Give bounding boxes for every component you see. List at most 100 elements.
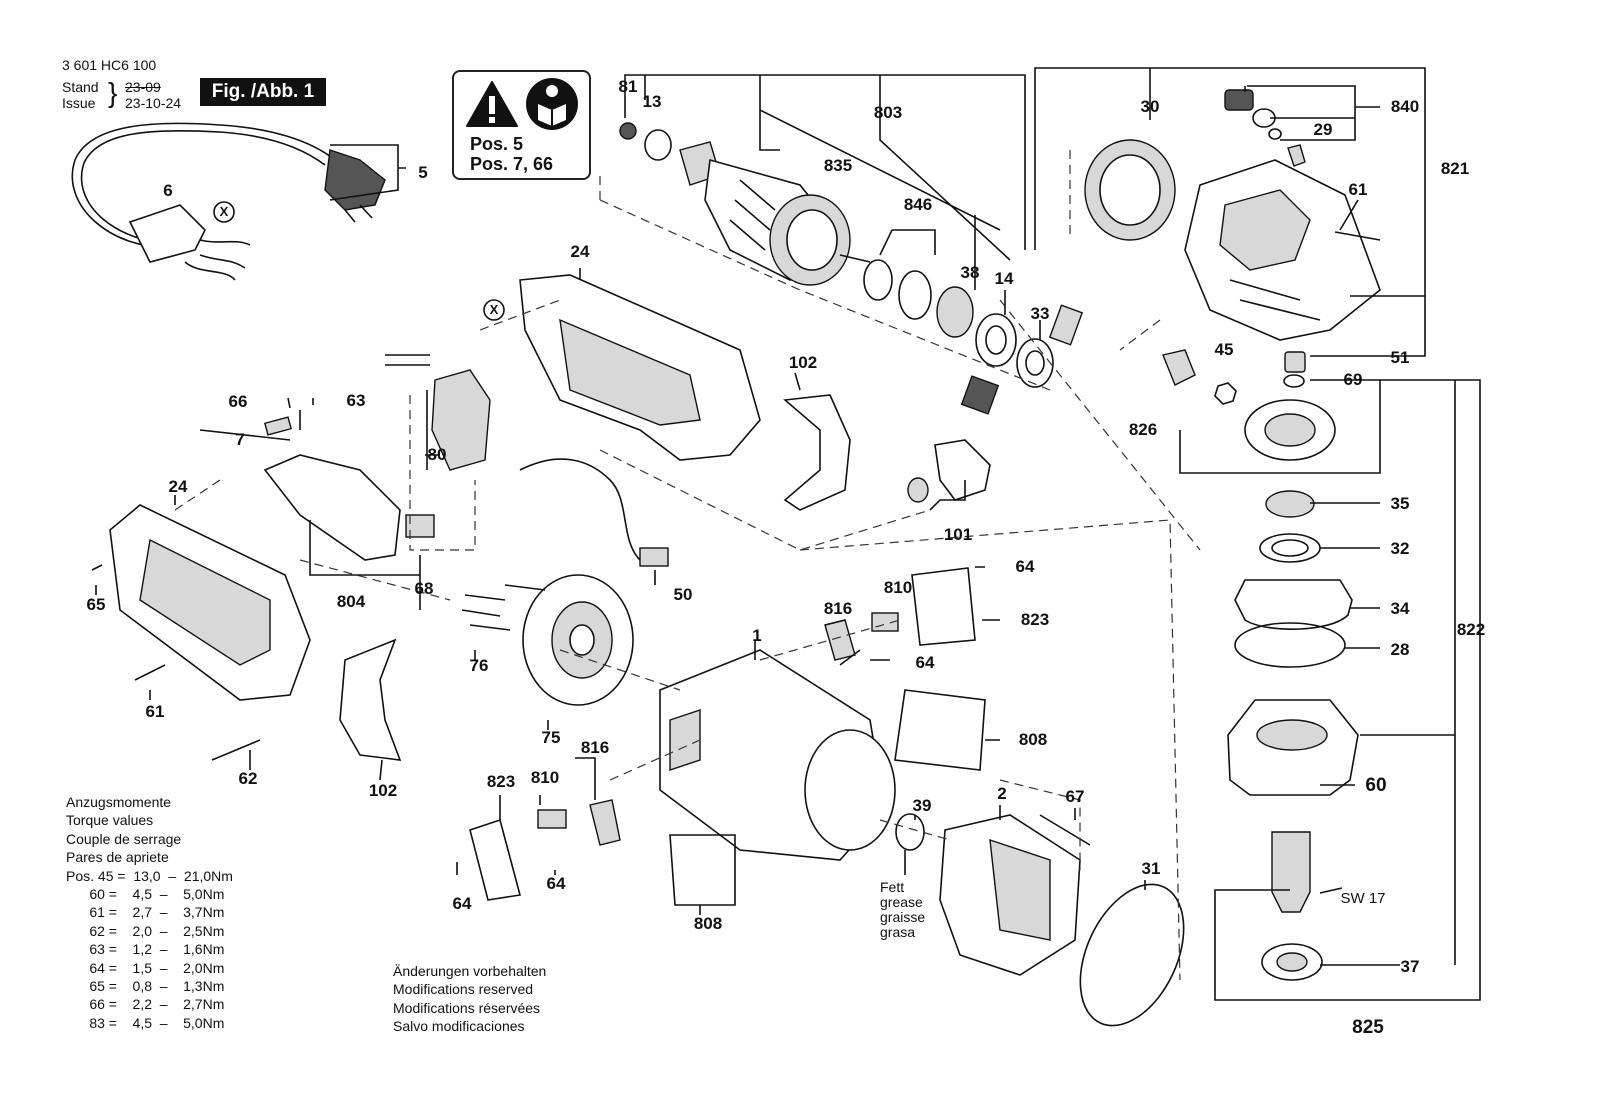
warning-triangle-icon (466, 81, 518, 127)
torque-row: 64 = 1,5 – 2,0Nm (66, 959, 225, 976)
torque-row: Pos. 45 = 13,0 – 21,0Nm (66, 867, 233, 884)
grease-note-fr: graisse (880, 909, 926, 925)
part-label: 6 (163, 181, 173, 200)
part-label: 101 (943, 525, 973, 544)
part-label: 75 (541, 728, 561, 747)
grease-note-de: Fett (880, 879, 905, 895)
part-label: 13 (642, 92, 662, 111)
part-label: 60 (1365, 775, 1387, 796)
gear-housing (1184, 89, 1381, 341)
part-label: 80 (427, 445, 447, 464)
part-label: 840 (1390, 97, 1420, 116)
torque-header: Anzugsmomente (66, 794, 172, 810)
stand-value: 23-09 (125, 79, 161, 95)
part-label: 67 (1065, 787, 1085, 806)
warning-box: Pos. 5 Pos. 7, 66 (452, 70, 591, 180)
spindle-stack (1227, 490, 1359, 981)
x-marker-label-1: X (219, 204, 229, 219)
part-label: 64 (452, 894, 472, 913)
part-label: 50 (673, 585, 693, 604)
part-label: 28 (1390, 640, 1410, 659)
part-label: 822 (1456, 620, 1486, 639)
grease-note-es: grasa (880, 924, 916, 940)
torque-row: 83 = 4,5 – 5,0Nm (66, 1014, 225, 1031)
torque-header: Pares de apriete (66, 849, 169, 866)
part-label: 29 (1313, 120, 1333, 139)
warning-line-2: Pos. 7, 66 (470, 154, 554, 174)
insulation-808 (669, 689, 986, 906)
part-label: 24 (168, 477, 188, 496)
torque-row: 60 = 4,5 – 5,0Nm (66, 886, 225, 903)
part-label: 45 (1214, 340, 1234, 359)
screws-misc (91, 397, 1091, 846)
torque-row: 65 = 0,8 – 1,3Nm (66, 978, 225, 995)
assembly-guide-lines (174, 150, 1201, 981)
part-label: 62 (238, 769, 258, 788)
bearing-14 (975, 313, 1017, 367)
part-label: 64 (1015, 557, 1035, 576)
grease-note: Fett grease graisse grasa (880, 880, 925, 940)
field-coil-2 (939, 814, 1081, 976)
motor-housing-1 (659, 649, 896, 861)
part-label: 39 (912, 796, 932, 815)
modifications-es: Salvo modificaciones (393, 1018, 525, 1035)
torque-row: 63 = 1,2 – 1,6Nm (66, 941, 225, 958)
part-label: 65 (86, 595, 106, 614)
part-label: 68 (414, 579, 434, 598)
x-marker-2 (483, 299, 505, 321)
part-label: 835 (823, 156, 853, 175)
modifications-en: Modifications reserved (393, 981, 534, 998)
fan-75 (522, 574, 634, 706)
part-label: 76 (469, 656, 489, 675)
x-marker-1 (213, 201, 235, 223)
part-label: 32 (1390, 539, 1410, 558)
part-label: 5 (418, 163, 428, 182)
part-label: 61 (1348, 180, 1368, 199)
part-label: 816 (580, 738, 610, 757)
part-label: 35 (1390, 494, 1410, 513)
ring-38 (936, 286, 974, 338)
torque-row: 66 = 2,2 – 2,7Nm (66, 996, 225, 1013)
part-label: 24 (570, 242, 590, 261)
torque-table: Anzugsmomente Torque values Couple de se… (66, 793, 233, 1032)
handle-half-24-upper (519, 274, 761, 461)
grease-note-en: grease (880, 894, 923, 910)
retaining-rings-846 (863, 259, 932, 320)
part-label: 823 (1020, 610, 1050, 629)
part-label: 823 (486, 772, 516, 791)
part-label: 1 (752, 626, 762, 645)
part-label: 34 (1390, 599, 1410, 618)
wrench-size-label: SW 17 (1340, 890, 1386, 907)
part-label: 810 (883, 578, 913, 597)
part-label: 63 (346, 391, 366, 410)
electronics-101 (907, 439, 991, 503)
warning-line-1: Pos. 5 (470, 134, 524, 154)
brush-holders (469, 567, 976, 901)
part-label: 31 (1141, 859, 1161, 878)
bearing-39 (895, 813, 925, 851)
crown-gear-30 (1084, 139, 1176, 241)
issue-label: Issue (62, 95, 96, 111)
torque-row: 61 = 2,7 – 3,7Nm (66, 904, 225, 921)
x-marker-label-2: X (489, 302, 499, 317)
part-label: 804 (336, 592, 366, 611)
part-label: 64 (915, 653, 935, 672)
modifications-note: Änderungen vorbehalten Modifications res… (393, 962, 546, 1036)
part-label: 821 (1440, 159, 1470, 178)
part-label: 826 (1128, 420, 1158, 439)
wiring-50 (519, 458, 669, 567)
handle-half-24-lower (109, 504, 311, 701)
part-label: 2 (997, 784, 1007, 803)
switch-80 (385, 354, 491, 471)
part-label: 846 (903, 195, 933, 214)
part-label: 64 (546, 874, 566, 893)
switch-carrier-804 (263, 416, 435, 561)
part-number: 3 601 HC6 100 (62, 57, 157, 73)
bearing-33 (960, 304, 1084, 415)
power-cord (71, 122, 386, 281)
part-label: 810 (530, 768, 560, 787)
armature-835 (619, 122, 871, 286)
part-label: 38 (960, 263, 980, 282)
part-label: 7 (235, 430, 245, 449)
